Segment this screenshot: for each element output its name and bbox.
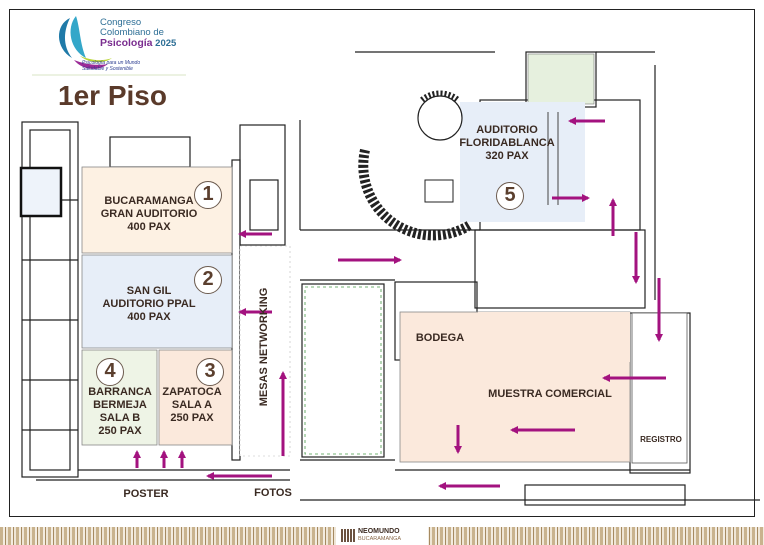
room-floridablanca-number: 5: [496, 182, 524, 210]
neomundo-icon: [341, 529, 355, 542]
inner-hall: [304, 286, 382, 455]
room-zapatoca-number: 3: [196, 358, 224, 386]
room-bucaramanga-label: BUCARAMANGA GRAN AUDITORIO 400 PAX: [100, 195, 198, 233]
room-sangil-label: SAN GIL AUDITORIO PPAL 400 PAX: [102, 285, 196, 323]
congress-logo-icon: [58, 16, 112, 69]
footer-sub: BUCARAMANGA: [358, 536, 402, 542]
room-zapatoca-label: ZAPATOCA SALA A 250 PAX: [162, 386, 222, 424]
bodega-label: BODEGA: [415, 332, 465, 344]
stairwell-highlight: [19, 166, 63, 218]
floor-title: 1er Piso: [58, 80, 167, 111]
floridablanca-auditorium: [358, 90, 585, 241]
room-sangil-number: 2: [194, 266, 222, 294]
room-floridablanca-label: AUDITORIO FLORIDABLANCA 320 PAX: [459, 124, 555, 162]
flow-arrows: [133, 117, 666, 490]
registro-label: REGISTRO: [640, 435, 682, 444]
room-bucaramanga-number: 1: [194, 181, 222, 209]
footer-brand: NEOMUNDO: [358, 528, 400, 535]
fotos-label: FOTOS: [254, 487, 292, 499]
room-barranca-number: 4: [96, 358, 124, 386]
poster-label: POSTER: [123, 488, 169, 500]
muestra-comercial-label: MUESTRA COMERCIAL: [488, 388, 612, 400]
logo-brand: Psicología: [100, 37, 153, 49]
logo-tagline: Psicología para un Mundo Saludable y Sos…: [82, 60, 141, 72]
networking-label: MESAS NETWORKING: [258, 287, 270, 407]
logo-line-2: Colombiano de: [100, 27, 164, 38]
congress-logo-text: Congreso Colombiano de Psicología 2025: [100, 18, 176, 49]
room-barranca-label: BARRANCA BERMEJA SALA B 250 PAX: [88, 386, 152, 437]
muestra-upper-area: [478, 312, 630, 362]
logo-line-1: Congreso: [100, 17, 142, 28]
logo-year: 2025: [155, 38, 177, 49]
footer-logo: NEOMUNDO BUCARAMANGA: [336, 526, 428, 545]
greenroom-area: [527, 53, 595, 105]
